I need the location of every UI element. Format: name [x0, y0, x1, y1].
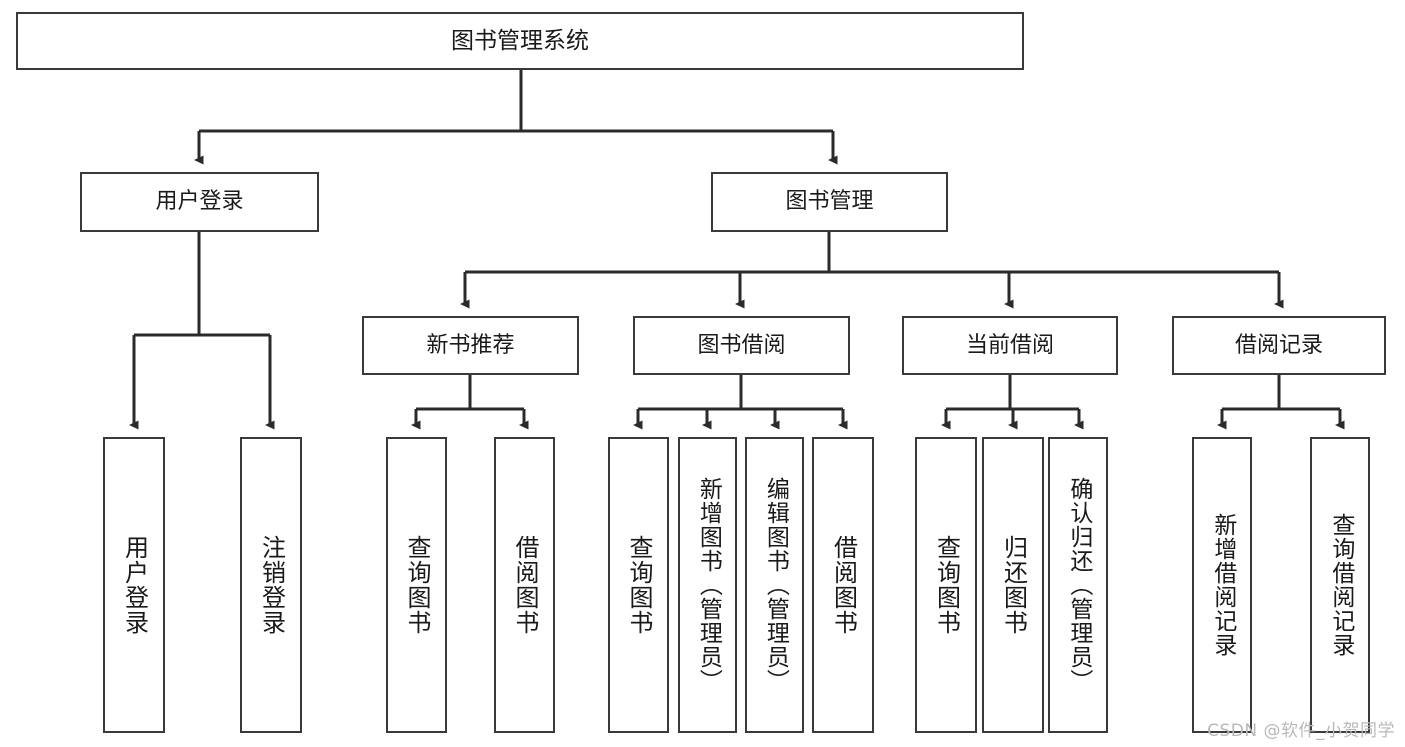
leaf-borrow-book-label: 借阅图书 — [829, 535, 858, 635]
leaf-edit-book-admin-label: 编辑图书（管理员） — [762, 477, 789, 693]
leaf-current-query-book-label: 查询图书 — [932, 535, 961, 635]
node-current-borrow[interactable]: 当前借阅 — [902, 316, 1118, 375]
node-new-book-recommend[interactable]: 新书推荐 — [362, 316, 579, 375]
leaf-edit-book-admin[interactable]: 编辑图书（管理员） — [745, 437, 804, 733]
leaf-return-book-label: 归还图书 — [999, 535, 1028, 635]
node-user-login[interactable]: 用户登录 — [80, 172, 319, 232]
leaf-borrow-query-book-label: 查询图书 — [624, 535, 653, 635]
node-book-borrow-label: 图书借阅 — [697, 332, 786, 358]
leaf-add-borrow-record-label: 新增借阅记录 — [1209, 513, 1236, 657]
leaf-new-book-borrow-label: 借阅图书 — [510, 535, 539, 635]
leaf-logout[interactable]: 注销登录 — [240, 437, 302, 733]
leaf-current-query-book[interactable]: 查询图书 — [915, 437, 977, 733]
leaf-borrow-book[interactable]: 借阅图书 — [812, 437, 874, 733]
node-root-system-label: 图书管理系统 — [451, 27, 589, 54]
leaf-query-borrow-record[interactable]: 查询借阅记录 — [1310, 437, 1370, 733]
node-current-borrow-label: 当前借阅 — [965, 332, 1054, 358]
leaf-return-book[interactable]: 归还图书 — [982, 437, 1044, 733]
leaf-add-book-admin[interactable]: 新增图书（管理员） — [678, 437, 737, 733]
leaf-user-login[interactable]: 用户登录 — [103, 437, 165, 733]
node-book-borrow[interactable]: 图书借阅 — [633, 316, 850, 375]
leaf-new-book-query-label: 查询图书 — [402, 535, 431, 635]
node-borrow-record-label: 借阅记录 — [1234, 332, 1323, 358]
leaf-confirm-return-admin-label: 确认归还（管理员） — [1065, 477, 1092, 693]
leaf-add-book-admin-label: 新增图书（管理员） — [695, 477, 722, 693]
leaf-new-book-query[interactable]: 查询图书 — [386, 437, 447, 733]
node-book-management-label: 图书管理 — [785, 189, 874, 215]
leaf-user-login-label: 用户登录 — [120, 535, 149, 635]
node-new-book-recommend-label: 新书推荐 — [426, 332, 515, 358]
node-borrow-record[interactable]: 借阅记录 — [1172, 316, 1386, 375]
leaf-confirm-return-admin[interactable]: 确认归还（管理员） — [1048, 437, 1108, 733]
leaf-logout-label: 注销登录 — [257, 535, 286, 635]
leaf-borrow-query-book[interactable]: 查询图书 — [608, 437, 669, 733]
node-user-login-label: 用户登录 — [155, 189, 244, 215]
csdn-watermark: CSDN @软件_小贺同学 — [1207, 721, 1395, 741]
node-book-management[interactable]: 图书管理 — [711, 172, 948, 232]
leaf-add-borrow-record[interactable]: 新增借阅记录 — [1192, 437, 1252, 733]
leaf-query-borrow-record-label: 查询借阅记录 — [1327, 513, 1354, 657]
node-root-system[interactable]: 图书管理系统 — [16, 12, 1024, 70]
leaf-new-book-borrow[interactable]: 借阅图书 — [494, 437, 555, 733]
